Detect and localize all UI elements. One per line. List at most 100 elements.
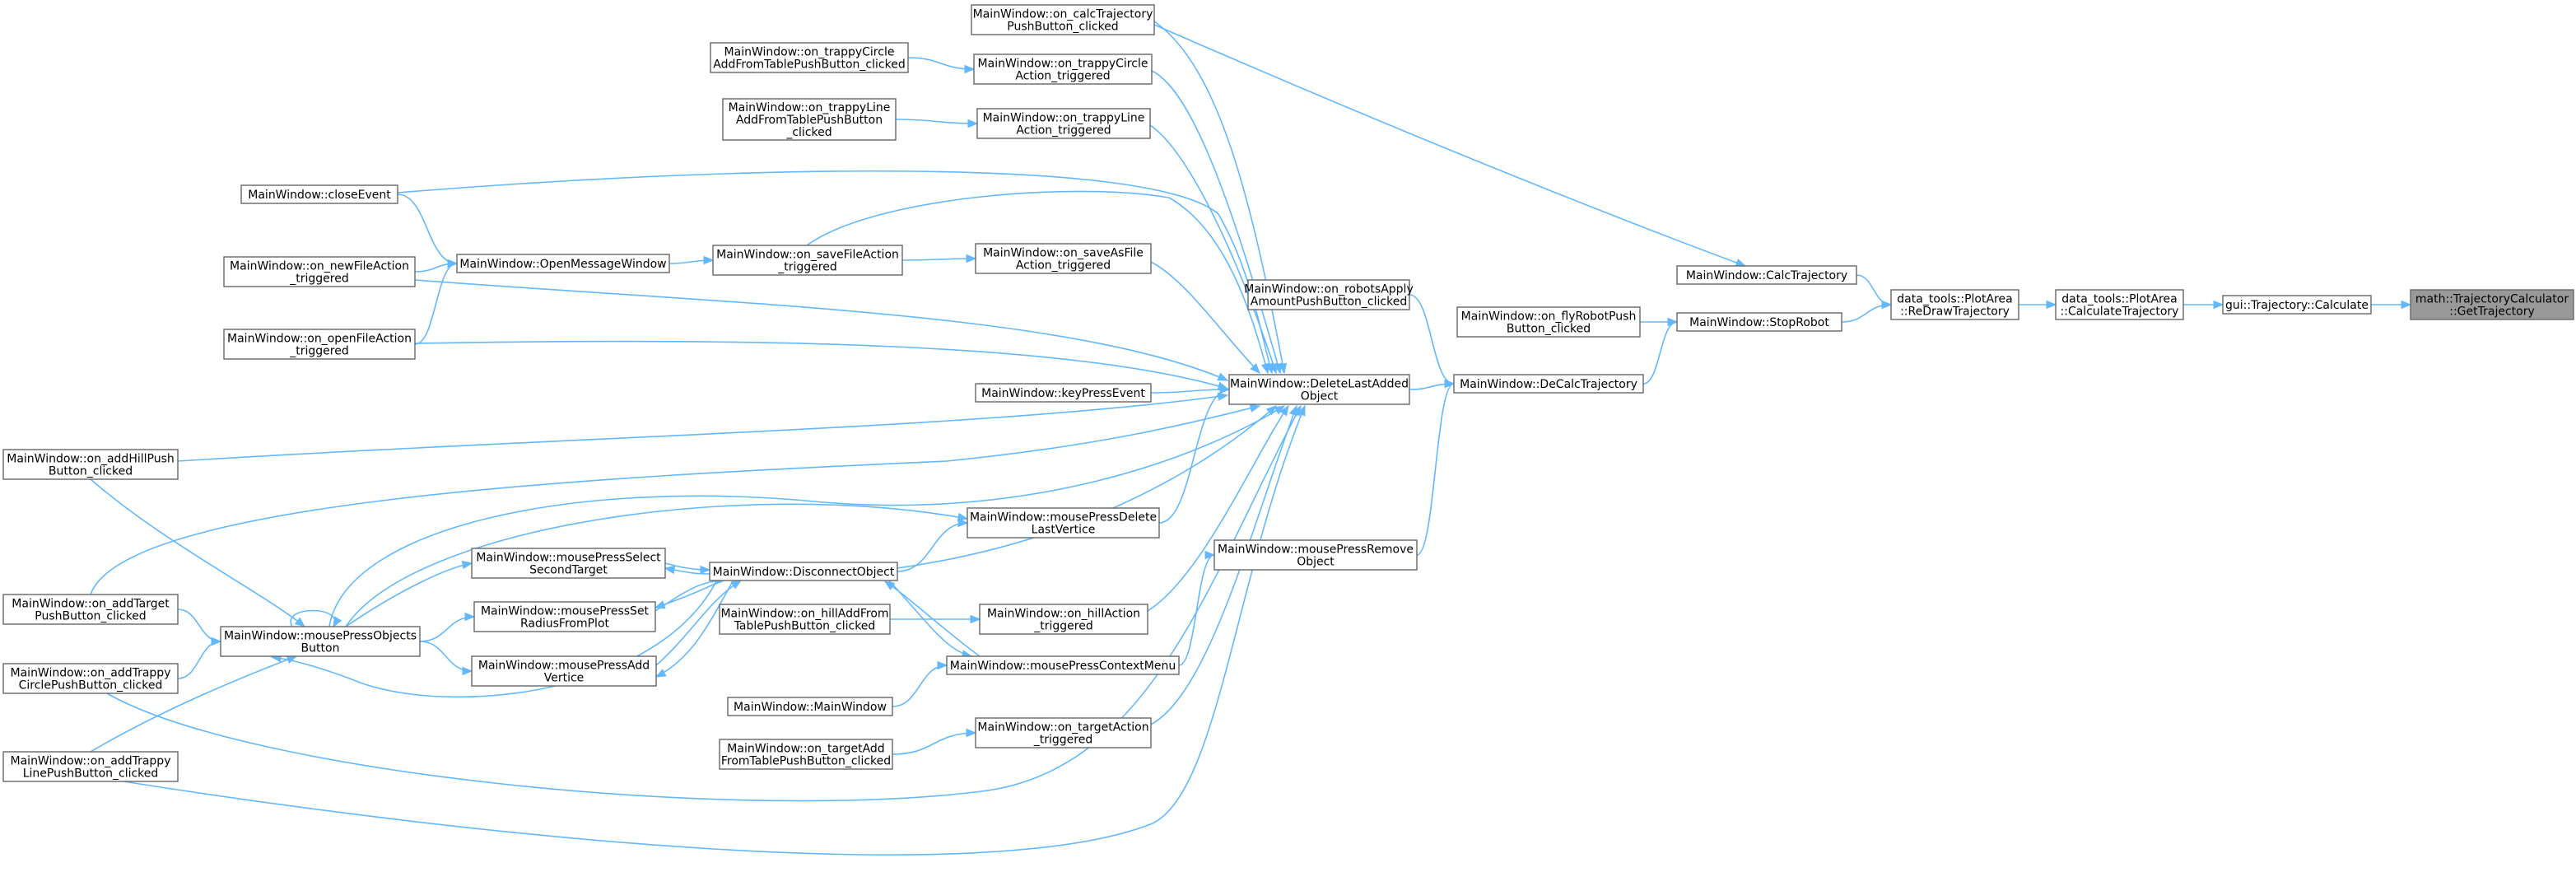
node-box — [2, 449, 179, 480]
node-label-line: Object — [1301, 390, 1339, 403]
node-mw-addtarget[interactable]: MainWindow::on_addTargetPushButton_click… — [2, 594, 179, 625]
edge-mw_mprremove-to-mw_decalc — [1416, 383, 1455, 556]
arrowhead-pa_redraw-to-pa_calc — [2046, 300, 2057, 310]
node-label-line: MainWindow::on_trappyCircle — [978, 58, 1148, 71]
node-label-line: gui::Trajectory::Calculate — [2225, 299, 2369, 312]
node-label-line: FromTablePushButton_clicked — [721, 755, 891, 768]
node-label-line: MainWindow::on_calcTrajectory — [973, 8, 1153, 21]
node-mw-savefile[interactable]: MainWindow::on_saveFileAction_triggered — [712, 245, 903, 276]
edge-mw_disconnect-to-mw_mprset — [654, 581, 721, 609]
node-mw-decalc[interactable]: MainWindow::DeCalcTrajectory — [1453, 374, 1644, 394]
node-mw-saveasfile[interactable]: MainWindow::on_saveAsFileAction_triggere… — [975, 243, 1152, 274]
arrowhead-mw_mpradd-to-mw_disconnect — [730, 580, 743, 590]
node-mw-robotsapply[interactable]: MainWindow::on_robotsApplyAmountPushButt… — [1244, 279, 1414, 310]
arrowhead-mw_savefile-to-mw_saveasfile — [966, 254, 977, 263]
node-label-line: data_tools::PlotArea — [1897, 293, 2012, 306]
arrowhead-mw_mprselect-to-mw_disconnect — [700, 565, 711, 575]
node-mw-calctraj[interactable]: MainWindow::CalcTrajectory — [1676, 265, 1857, 285]
arrowhead-mw_disconnect-to-mw_mprdelete — [957, 518, 969, 528]
edge-mw_mprobjects-to-mw_mprdelete — [345, 503, 968, 627]
node-label-line: AmountPushButton_clicked — [1251, 296, 1407, 309]
node-label-line: MainWindow::OpenMessageWindow — [459, 258, 666, 271]
node-box — [1213, 539, 1418, 571]
node-label-line: ::GetTrajectory — [2449, 305, 2535, 319]
edge-mw_mpradd-to-mw_disconnect — [655, 580, 742, 666]
node-box — [709, 562, 898, 581]
arrowhead-mw_savefile-to-mw_deletelast — [1260, 362, 1270, 375]
edge-mw_mprobjects-to-mw_deletelast — [328, 405, 1285, 627]
arrowhead-mw_mprcontext-to-mw_mprremove — [1204, 550, 1216, 560]
edge-mw_hillaction-to-mw_deletelast — [1147, 405, 1289, 612]
edge-mw_savefile-to-mw_saveasfile — [901, 258, 976, 261]
arrowhead-mw_addtrappycircle-to-mw_mprobjects — [211, 637, 222, 646]
node-label-line: ::CalculateTrajectory — [2061, 305, 2179, 319]
edge-mw_addtrappycircle-to-mw_deletelast — [106, 405, 1302, 802]
arrowhead-mw_openfile-to-mw_deletelast — [1217, 381, 1229, 390]
node-mw-trappyline-add[interactable]: MainWindow::on_trappyLineAddFromTablePus… — [722, 98, 897, 141]
edge-mw_trappycircle_act-to-mw_deletelast — [1151, 70, 1281, 374]
node-label-line: _triggered — [289, 345, 348, 358]
node-mw-addtrappycircle[interactable]: MainWindow::on_addTrappyCirclePushButton… — [2, 663, 179, 694]
node-label-line: AddFromTablePushButton — [736, 114, 883, 127]
node-mw-stoprobot[interactable]: MainWindow::StopRobot — [1676, 312, 1842, 332]
node-box — [2, 594, 179, 625]
node-box — [719, 604, 891, 635]
node-mw-flyrobot[interactable]: MainWindow::on_flyRobotPushButton_clicke… — [1456, 306, 1641, 338]
edge-mw_mprdelete-to-mw_deletelast — [1158, 389, 1230, 524]
node-mw-trappyline-act[interactable]: MainWindow::on_trappyLineAction_triggere… — [976, 108, 1151, 139]
node-gui-calc[interactable]: gui::Trajectory::Calculate — [2222, 295, 2372, 315]
node-mw-targetaction[interactable]: MainWindow::on_targetAction_triggered — [975, 717, 1152, 748]
node-label-line: MainWindow::on_saveAsFile — [983, 247, 1144, 260]
node-mw-trappycircle-add[interactable]: MainWindow::on_trappyCircleAddFromTableP… — [710, 42, 909, 73]
node-label-line: MainWindow::on_trappyLine — [983, 112, 1145, 125]
node-label-line: MainWindow::keyPressEvent — [981, 387, 1145, 400]
node-mw-addtrappyline[interactable]: MainWindow::on_addTrappyLinePushButton_c… — [2, 751, 179, 782]
arrowhead-mw_trappycircle_add-to-mw_trappycircle_act — [964, 64, 976, 74]
node-mw-disconnect[interactable]: MainWindow::DisconnectObject — [709, 562, 898, 581]
arrowhead-mw_disconnect-to-mw_deletelast — [1265, 405, 1277, 416]
node-label-line: MainWindow::on_targetAction — [977, 721, 1148, 734]
node-mw-calctrajbtn[interactable]: MainWindow::on_calcTrajectoryPushButton_… — [971, 4, 1155, 35]
node-box — [223, 256, 416, 287]
node-root[interactable]: math::TrajectoryCalculator::GetTrajector… — [2410, 289, 2574, 320]
arrowhead-mw_mprobjects-to-mw_deletelast — [1274, 405, 1286, 415]
edge-mw_targetaction-to-mw_deletelast — [1150, 405, 1297, 725]
node-mw-newfile[interactable]: MainWindow::on_newFileAction_triggered — [223, 256, 416, 287]
node-mw-openfile[interactable]: MainWindow::on_openFileAction_triggered — [223, 329, 416, 360]
node-label-line: MainWindow::on_addHillPush — [7, 453, 175, 466]
node-label-line: MainWindow::on_addTrappy — [11, 667, 171, 680]
node-box — [2, 663, 179, 694]
node-label-line: TablePushButton_clicked — [734, 620, 876, 633]
node-box — [471, 548, 666, 579]
node-label-line: MainWindow::on_hillAddFrom — [720, 608, 888, 621]
node-label-line: _triggered — [777, 261, 836, 274]
node-mw-keypress[interactable]: MainWindow::keyPressEvent — [975, 383, 1152, 403]
node-mw-hillaction[interactable]: MainWindow::on_hillAction_triggered — [979, 604, 1148, 635]
edge-mw_addtrappycircle-to-mw_mprobjects — [177, 641, 221, 679]
arrowhead-mw_mprobjects-to-mw_mprselect — [461, 560, 473, 570]
node-label-line: MainWindow::mousePressSet — [481, 605, 650, 618]
node-mw-close[interactable]: MainWindow::closeEvent — [240, 184, 398, 204]
node-mw-hilladd[interactable]: MainWindow::on_hillAddFromTablePushButto… — [719, 604, 891, 635]
node-mw-mprcontext[interactable]: MainWindow::mousePressContextMenu — [946, 655, 1180, 675]
node-pa-redraw[interactable]: data_tools::PlotArea::ReDrawTrajectory — [1890, 289, 2019, 320]
node-mw-mainwindow[interactable]: MainWindow::MainWindow — [727, 697, 893, 716]
node-mw-trappycircle-act[interactable]: MainWindow::on_trappyCircleAction_trigge… — [973, 54, 1153, 85]
node-mw-targetadd[interactable]: MainWindow::on_targetAddFromTablePushBut… — [719, 739, 893, 770]
node-label-line: MainWindow::on_newFileAction — [230, 260, 409, 273]
node-label-line: MainWindow::on_trappyLine — [729, 101, 891, 114]
node-label-line: Button_clicked — [1507, 323, 1591, 336]
edge-mw_openfile-to-mw_openmsg — [414, 263, 458, 345]
edge-mw_disconnect-to-mw_mprcontext — [888, 580, 972, 657]
node-pa-calc[interactable]: data_tools::PlotArea::CalculateTrajector… — [2055, 289, 2184, 320]
node-mw-openmsg[interactable]: MainWindow::OpenMessageWindow — [456, 254, 670, 273]
edge-mw_calctrajbtn-to-mw_calctraj — [1153, 24, 1746, 267]
